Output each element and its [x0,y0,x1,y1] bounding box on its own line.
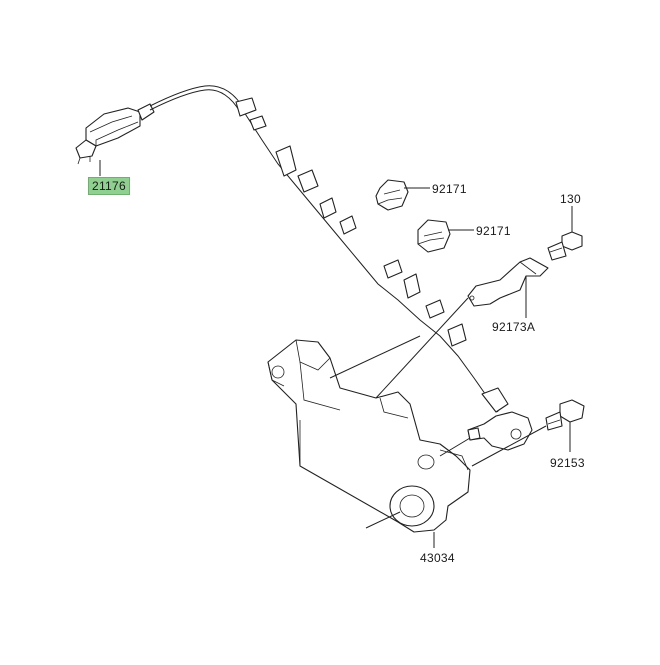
label-43034[interactable]: 43034 [420,551,455,565]
label-92173a[interactable]: 92173A [492,320,536,334]
caliper-bracket [267,339,471,533]
label-130[interactable]: 130 [560,192,581,206]
bracket-92173a [467,257,549,307]
label-92171-lower[interactable]: 92171 [476,224,511,238]
bolt-130 [547,231,583,261]
clip-lower [417,219,451,253]
label-92171-upper[interactable]: 92171 [432,182,467,196]
label-21176[interactable]: 21176 [88,177,130,195]
leader-lines [99,160,573,548]
sensor-cable [149,85,509,413]
bolt-92153 [545,399,585,431]
clip-upper [375,179,409,211]
label-92153[interactable]: 92153 [550,456,585,470]
abs-sensor-body [467,411,533,451]
sensor-connector [75,103,155,165]
